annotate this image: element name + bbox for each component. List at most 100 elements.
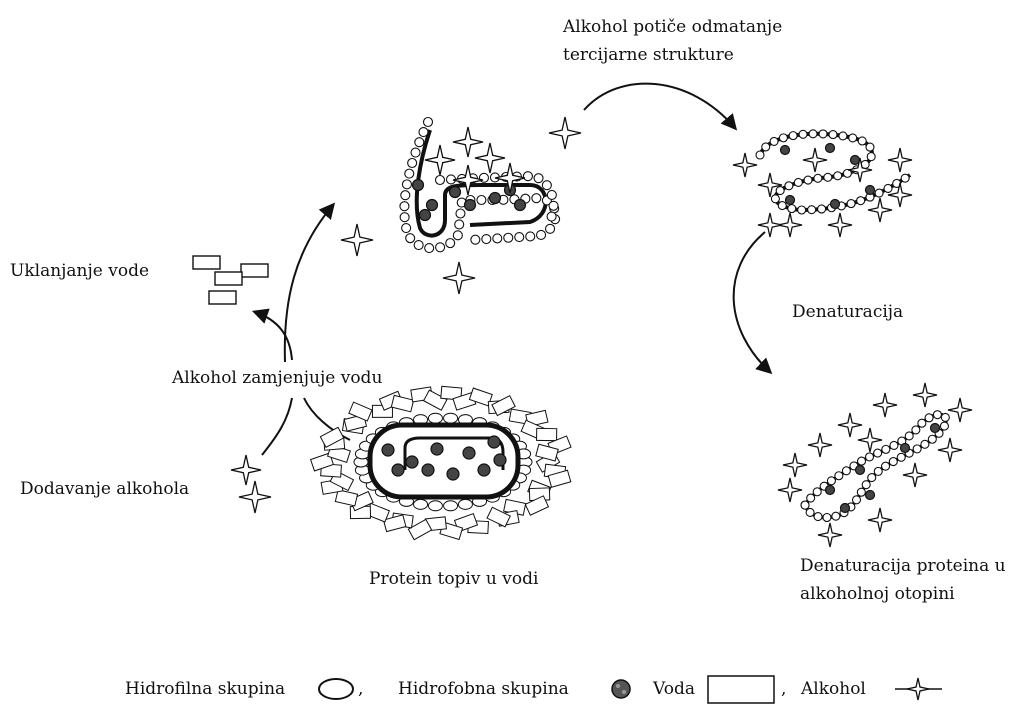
legend-hydrophilic-label: Hidrofilna skupina [125,676,285,702]
alcohol-molecule [778,478,802,502]
hydrophobic-group [478,464,490,476]
alcohol-molecule [758,213,782,237]
hydrophobic-group [841,504,850,513]
alcohol-molecule [868,508,892,532]
hydrophilic-group [918,419,926,427]
hydrophilic-group [425,244,434,253]
hydrophobic-group [490,193,501,204]
hydrophilic-group [847,200,855,208]
alcohol-molecule [231,455,261,485]
hydrophilic-group [482,235,491,244]
hydrophilic-group [874,467,882,475]
adding-alcohol-label: Dodavanje alkohola [20,478,189,500]
hydrophilic-group [862,481,870,489]
alcohol-molecule [903,463,927,487]
hydrophilic-group [411,148,420,157]
hydrophilic-group [835,472,843,480]
hydrophilic-group [814,513,822,521]
hydrophobic-group [901,444,910,453]
hydrophilic-group [804,176,812,184]
hydrophilic-group [813,488,821,496]
denatured-protein [778,383,972,547]
hydrophobic-group [856,466,865,475]
alcohol-molecule [803,148,827,172]
hydrophilic-group [415,138,424,147]
hydrophilic-group [542,181,551,190]
hydrophilic-group [897,453,905,461]
alcohol-molecule [783,453,807,477]
hydrophobic-group [866,491,875,500]
alcohol-molecule [808,433,832,457]
hydrophilic-group [446,239,455,248]
hydrophilic-group [789,132,797,140]
hydrophobic-group [382,444,394,456]
hydrophobic-group [422,464,434,476]
protein-backbone [760,134,910,210]
hydrophilic-group [889,458,897,466]
hydrophilic-group [940,422,948,430]
hydrophobic-group [931,424,940,433]
hydrophilic-group [868,474,876,482]
hydrophobic-group [450,187,461,198]
hydrophilic-group [818,205,826,213]
alcohol-molecule [818,523,842,547]
hydrophilic-group [779,134,787,142]
hydrophilic-group [913,445,921,453]
hydrophilic-group [406,234,415,243]
hydrophilic-group [405,169,414,178]
hydrophilic-group [402,180,411,189]
hydrophilic-group [827,477,835,485]
alcohol-molecule [858,428,882,452]
legend-alcohol-label: Alkohol [801,676,866,702]
hydrophobic-group [427,200,438,211]
legend-hydrophobic-label: Hidrofobna skupina [398,676,569,702]
hydrophilic-group [901,174,909,182]
hydrophilic-group [842,467,850,475]
hydrophilic-group [770,137,778,145]
legend-separator: , [781,676,786,702]
hydrophilic-group [456,209,465,218]
water-molecule [391,395,413,411]
hydrophilic-group [798,206,806,214]
hydrophilic-group [834,172,842,180]
hydrophilic-group [819,130,827,138]
hydrophobic-group [413,180,424,191]
hydrophilic-group [424,118,433,127]
hydrophilic-group [808,206,816,214]
hydrophilic-group [925,414,933,422]
alcohol-molecule [495,163,525,193]
hydrophilic-group [493,234,502,243]
hydrophilic-group [444,501,458,511]
hydrophilic-group [400,202,409,211]
water-soluble-protein-label: Protein topiv u vodi [369,568,538,590]
hydrophilic-group [532,194,541,203]
alcohol-replaces-water-label: Alkohol zamjenjuje vodu [172,367,382,389]
removed-water-molecules [193,256,268,304]
alcohol-molecule [239,481,271,513]
hydrophilic-group [400,213,409,222]
hydrophilic-group [458,499,472,509]
hydrophobic-group [431,443,443,455]
hydrophilic-group [526,232,535,241]
hydrophilic-group [849,134,857,142]
arrow-to-top-protein [285,205,333,362]
hydrophilic-group [401,191,410,200]
hydrophobic-group [786,196,795,205]
hydrophilic-group [882,462,890,470]
hydrophilic-group [408,158,417,167]
hydrophilic-group [453,231,462,240]
hydrophobic-group [781,146,790,155]
hydrophilic-group [762,143,770,151]
hydrophilic-group [547,190,556,199]
hydrophilic-group [419,128,428,137]
arrow-from-adding-alcohol [262,398,292,455]
alcohol-molecule [948,398,972,422]
hydrophilic-group [921,440,929,448]
hydrophilic-group [858,137,866,145]
hydrophilic-group [515,233,524,242]
hydrophilic-group [853,496,861,504]
hydrophilic-group [928,435,936,443]
hydrophilic-group [905,432,913,440]
hydrophilic-group [455,220,464,229]
hydrophilic-group [809,130,817,138]
